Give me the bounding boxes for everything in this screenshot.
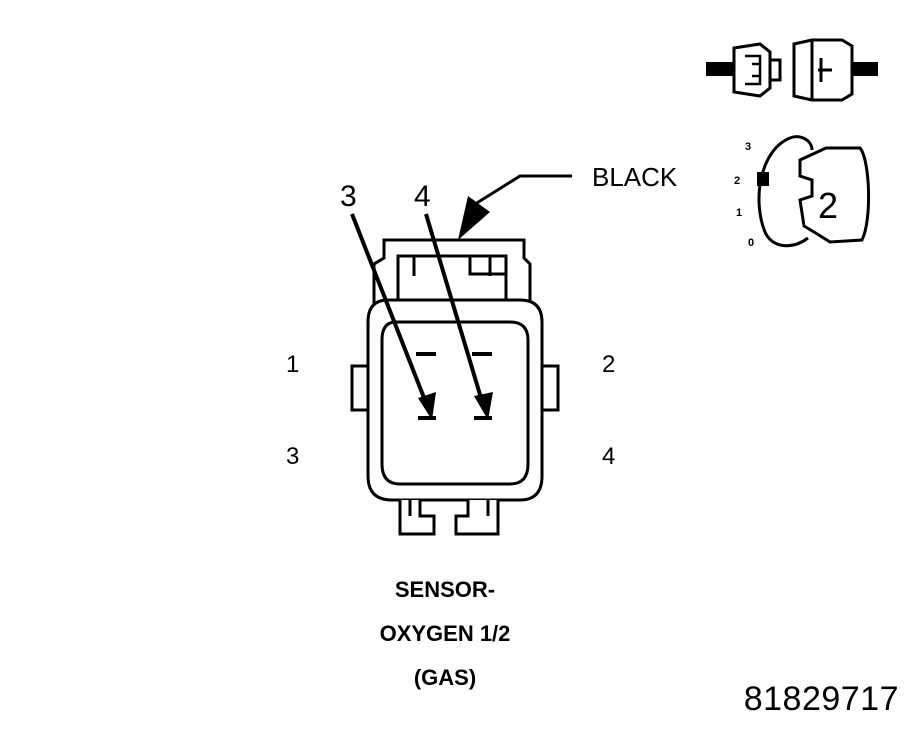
pin-label-3: 3 [286, 443, 299, 470]
dial-tick-0: 0 [748, 237, 754, 249]
dial-value: 2 [818, 185, 838, 226]
color-label: BLACK [592, 162, 678, 192]
caption-line-2: OXYGEN 1/2 [379, 621, 511, 646]
probe-arrows: 3 4 [340, 180, 493, 420]
caption-line-3: (GAS) [413, 665, 477, 690]
connector-pair-icon [706, 38, 878, 102]
key-dial-icon: 3 2 1 0 2 [734, 135, 870, 249]
color-callout: BLACK [458, 162, 678, 240]
dial-tick-2: 2 [734, 175, 740, 187]
connector-caption: SENSOR- OXYGEN 1/2 (GAS) [330, 568, 560, 700]
caption-line-1: SENSOR- [394, 577, 496, 602]
dial-tick-1: 1 [736, 207, 742, 219]
pin-label-2: 2 [602, 351, 615, 378]
dial-tick-3: 3 [745, 141, 751, 153]
arrow-label-3: 3 [340, 180, 357, 213]
arrow-label-4: 4 [414, 180, 431, 213]
pin-label-4: 4 [602, 443, 615, 470]
pin-label-1: 1 [286, 351, 299, 378]
reference-number: 81829717 [743, 680, 899, 718]
connector-body [350, 238, 560, 536]
